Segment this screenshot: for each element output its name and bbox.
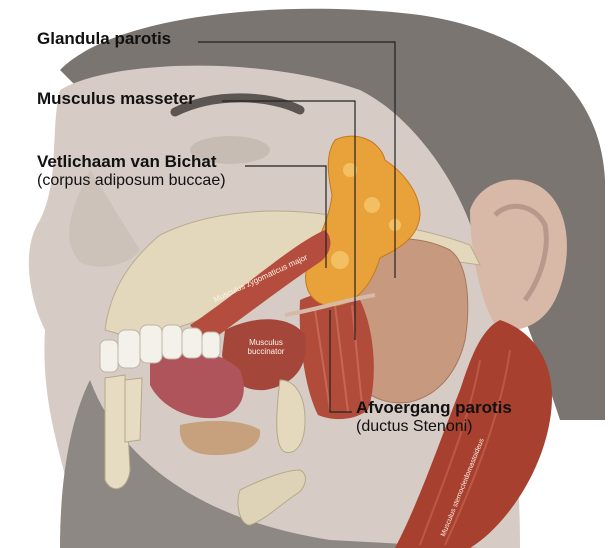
label-glandula-parotis-text: Glandula parotis (37, 29, 171, 48)
label-musculus-masseter-text: Musculus masseter (37, 89, 195, 108)
label-musculus-masseter: Musculus masseter (37, 90, 195, 109)
buccinator-label-line1: Musculus (236, 338, 296, 347)
buccinator-label: Musculus buccinator (236, 338, 296, 356)
label-bichat-main: Vetlichaam van Bichat (37, 153, 226, 172)
label-afvoergang-parotis: Afvoergang parotis (ductus Stenoni) (356, 399, 512, 435)
buccinator-label-line2: buccinator (236, 347, 296, 356)
label-bichat-sub: (corpus adiposum buccae) (37, 172, 226, 190)
label-glandula-parotis: Glandula parotis (37, 30, 171, 49)
label-vetlichaam-bichat: Vetlichaam van Bichat (corpus adiposum b… (37, 153, 226, 189)
label-duct-sub: (ductus Stenoni) (356, 418, 512, 436)
label-duct-main: Afvoergang parotis (356, 399, 512, 418)
